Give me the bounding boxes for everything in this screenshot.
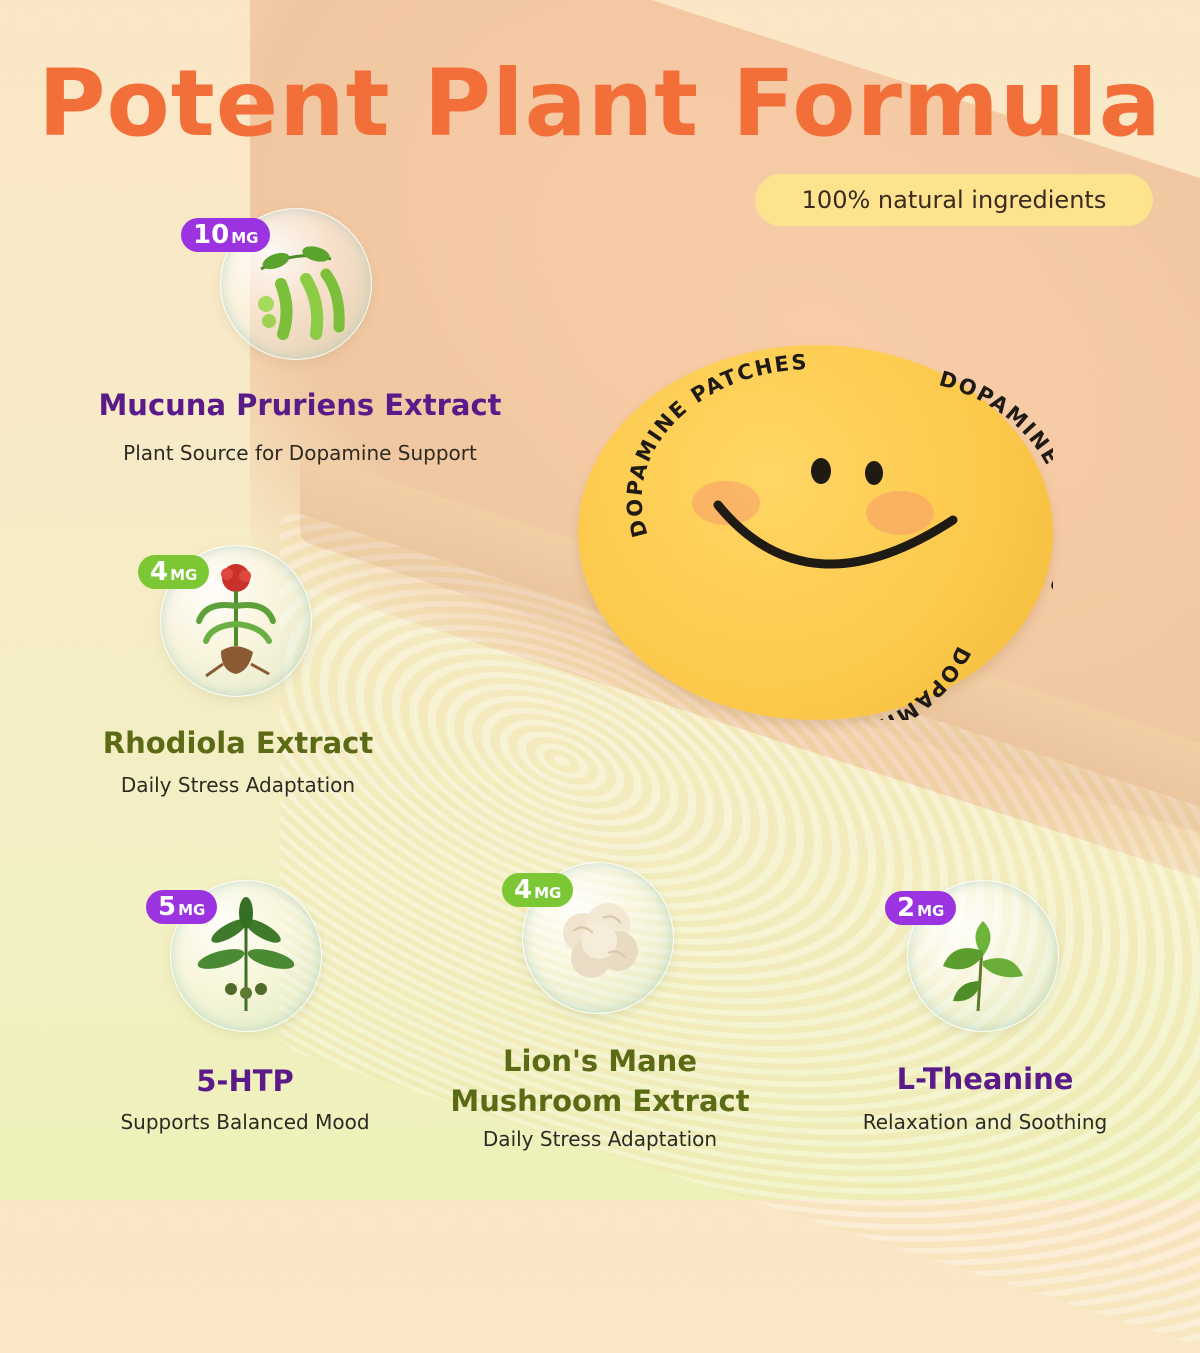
ingredient-desc-lions-mane: Daily Stress Adaptation	[482, 1127, 718, 1151]
ingredient-desc-mucuna: Plant Source for Dopamine Support	[123, 441, 477, 465]
dose-unit: MG	[170, 566, 198, 584]
dose-value: 5	[158, 892, 177, 922]
dose-unit: MG	[917, 902, 945, 920]
dose-value: 4	[514, 875, 533, 905]
ingredient-name-lions-mane-line2: Mushroom Extract	[450, 1084, 750, 1118]
product-infographic: Potent Plant Formula 100% natural ingred…	[38, 0, 1200, 1353]
griffonia-plant-icon	[197, 897, 295, 1011]
dose-unit: MG	[178, 901, 206, 919]
ring-text-bottom: DOPAMINE PATCHES	[719, 643, 973, 720]
subtitle-badge: 100% natural ingredients	[755, 174, 1153, 226]
ingredient-desc-5htp: Supports Balanced Mood	[120, 1110, 370, 1134]
ingredient-desc-rhodiola: Daily Stress Adaptation	[120, 773, 356, 797]
rhodiola-root-icon	[196, 564, 276, 678]
tea-leaf-icon	[943, 921, 1023, 1012]
smiley-face-icon: DOPAMINE PATCHES DOPAMINE PATCHES DOPAMI…	[622, 350, 1053, 720]
svg-text:DOPAMINE PATCHES: DOPAMINE PATCHES	[937, 367, 1053, 599]
ingredient-name-rhodiola: Rhodiola Extract	[102, 726, 374, 760]
ingredient-name-mucuna: Mucuna Pruriens Extract	[98, 388, 502, 422]
ingredient-desc-l-theanine: Relaxation and Soothing	[862, 1110, 1108, 1134]
ingredient-name-lions-mane-line1: Lion's Mane	[503, 1044, 697, 1078]
page-title: Potent Plant Formula	[38, 50, 1162, 157]
dose-unit: MG	[231, 229, 259, 247]
ingredient-bubble-rhodiola	[160, 545, 312, 697]
ingredient-name-l-theanine: L-Theanine	[896, 1062, 1074, 1096]
svg-text:DOPAMINE PATCHES: DOPAMINE PATCHES	[719, 643, 975, 720]
dopamine-patch: DOPAMINE PATCHES DOPAMINE PATCHES DOPAMI…	[578, 345, 1053, 720]
dose-value: 4	[150, 557, 169, 587]
ingredient-bubble-mucuna	[220, 208, 372, 360]
dose-value: 10	[193, 220, 230, 250]
ring-text-right: DOPAMINE PATCHES	[937, 367, 1053, 599]
mushroom-icon	[563, 903, 638, 978]
dose-value: 2	[897, 893, 916, 923]
bean-pods-icon	[258, 246, 345, 340]
ingredient-name-5htp: 5-HTP	[196, 1064, 294, 1098]
dose-unit: MG	[534, 884, 562, 902]
